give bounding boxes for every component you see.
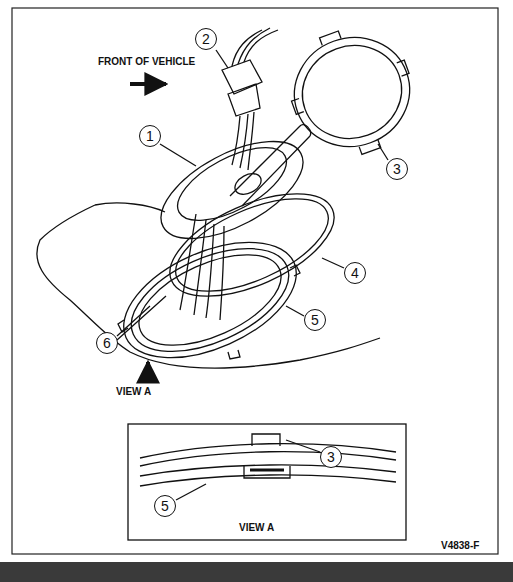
callout-number: 1 [139, 125, 161, 147]
callout-number: 6 [96, 332, 118, 354]
inset-detail [140, 434, 396, 486]
inset-frame [128, 424, 406, 540]
callout-number: 5 [154, 495, 176, 517]
o-ring [155, 173, 348, 318]
callout-number: 4 [344, 262, 366, 284]
leader-line [117, 296, 166, 340]
tank-surface-top [95, 203, 165, 212]
direction-label: FRONT OF VEHICLE [97, 56, 196, 68]
leader-line [286, 306, 304, 316]
electrical-connector [222, 28, 278, 170]
outer-border [12, 8, 498, 554]
leader-line [216, 50, 228, 68]
callout-number: 5 [304, 309, 326, 331]
figure-code: V4838-F [440, 540, 480, 552]
view-label: VIEW A [238, 522, 275, 534]
bottom-bar [0, 562, 513, 582]
leader-line [378, 144, 388, 160]
leader-line [286, 440, 320, 452]
lock-ring [274, 13, 429, 171]
leader-line [322, 258, 344, 268]
view-label: VIEW A [115, 386, 152, 398]
front-arrow [130, 82, 166, 86]
callout-number: 3 [320, 446, 342, 468]
callout-number: 2 [195, 28, 217, 50]
callout-number: 3 [386, 158, 408, 180]
view-arrow [146, 362, 150, 380]
leader-line [176, 484, 206, 500]
tank-opening-flange [106, 219, 313, 382]
leader-line [160, 144, 196, 166]
